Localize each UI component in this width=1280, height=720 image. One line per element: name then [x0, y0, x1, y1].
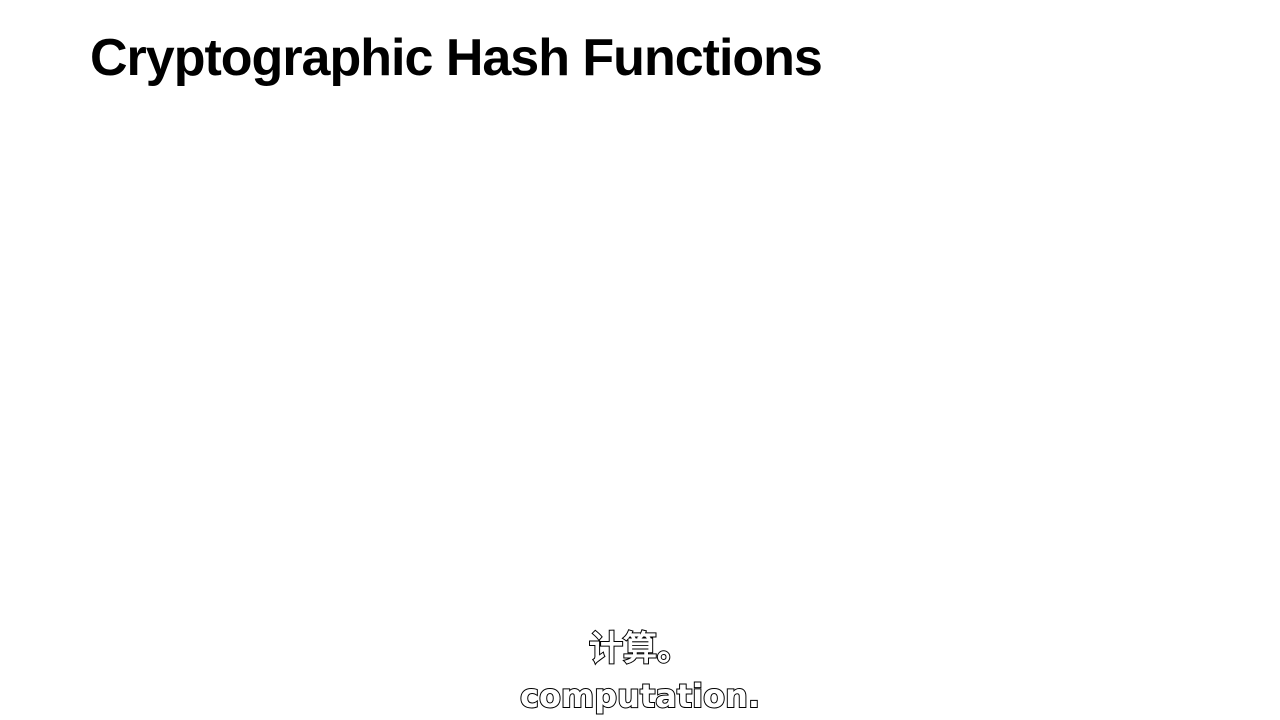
subtitle-chinese: 计算。 [588, 628, 692, 670]
subtitle-english: computation. [519, 676, 761, 716]
slide-title: Cryptographic Hash Functions [90, 29, 823, 87]
subtitle-overlay: 计算。 computation. [0, 624, 1280, 718]
